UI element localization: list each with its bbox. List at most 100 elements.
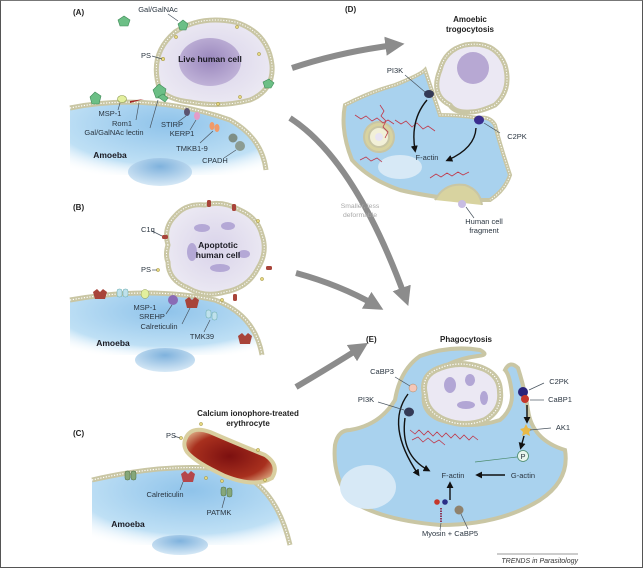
arrow-pi3k-to-factin-d <box>410 99 428 153</box>
credit-trends-parasitology: TRENDS in Parasitology <box>501 558 578 565</box>
ps-dots-c <box>179 422 267 483</box>
cabp5-glyph <box>454 505 464 515</box>
label-tmk39: TMK39 <box>190 332 214 341</box>
ingested-fragment-bottom <box>434 183 483 208</box>
trogocytosis-title-line1: Amoebic <box>453 15 487 24</box>
label-gactin: G-actin <box>511 471 535 480</box>
arrow-cabp3-to-factin <box>397 393 420 477</box>
phagocytosis-title: Phagocytosis <box>440 335 493 344</box>
panel-a: (A) Live human cell <box>69 5 275 186</box>
label-c1q: C1q <box>141 225 155 234</box>
panel-e: (E) Phagocytosis P <box>332 335 572 538</box>
live-human-cell-label: Live human cell <box>178 54 242 64</box>
label-gal-galnac: Gal/GalNAc <box>138 5 178 14</box>
label-msp1-a: MSP-1 <box>99 109 122 118</box>
engulfed-cell-e <box>421 361 504 427</box>
phosphate-glyph <box>517 450 529 462</box>
ps-dots-b <box>156 219 264 302</box>
kerp1-glyph <box>194 112 200 120</box>
arrow-ak1-to-p <box>518 435 526 450</box>
stirp-glyph <box>184 108 190 116</box>
arrow-c-to-e[interactable] <box>294 342 369 390</box>
panel-b-label: (B) <box>73 203 84 212</box>
label-myosin-cabp5: Myosin + CaBP5 <box>422 529 478 538</box>
label-tmkb1-9: TMKB1-9 <box>176 144 208 153</box>
cabp3-glyph <box>408 383 418 393</box>
c2pk-glyph-e <box>518 387 528 397</box>
panel-a-label: (A) <box>73 8 84 17</box>
ps-dots <box>160 25 261 106</box>
label-stirp: STIRP <box>161 120 183 129</box>
human-cell-d-nucleus <box>457 52 489 84</box>
msp1-glyph-b <box>140 289 150 299</box>
label-msp1-b: MSP-1 <box>134 303 157 312</box>
label-fragment-line1: Human cell <box>465 217 503 226</box>
cabp1-glyph <box>521 395 529 403</box>
amoeba-a-nucleus <box>128 158 192 186</box>
label-rom1: Rom1 <box>112 119 132 128</box>
arrow-a-to-d[interactable] <box>291 36 405 71</box>
p-to-actin-link <box>474 456 518 463</box>
amoeba-b-body <box>70 293 262 355</box>
label-cabp1: CaBP1 <box>548 395 572 404</box>
erythrocyte <box>182 427 277 485</box>
msp1-glyph <box>117 95 127 103</box>
pi3k-glyph-e <box>404 407 414 417</box>
arrow-a-to-e[interactable] <box>288 115 411 307</box>
arrow-pi3k-to-factin <box>403 417 431 472</box>
srehp-glyph <box>168 295 178 305</box>
trogocytosis-title-line2: trogocytosis <box>446 25 495 34</box>
patmk-glyph-left <box>124 470 131 481</box>
cpadh-glyph <box>228 133 238 143</box>
apoptotic-fragments <box>187 222 250 272</box>
gal-galnac-glyph <box>117 15 131 27</box>
myosin-glyph <box>434 499 448 522</box>
label-calreticulin-b: Calreticulin <box>140 322 177 331</box>
erythrocyte-title-line2: erythrocyte <box>226 419 270 428</box>
c2pk-glyph-d <box>474 115 484 125</box>
pi3k-glyph-d <box>424 90 434 98</box>
panel-d: (D) Amoebic trogocytosis <box>341 5 527 235</box>
amoeba-a-body <box>70 102 266 175</box>
rom1-glyph <box>130 99 144 103</box>
note-smaller-line1: Smaller, less <box>341 203 380 210</box>
apoptotic-label-line1: Apoptotic <box>198 240 238 250</box>
tmkb1-9-glyph <box>209 122 215 130</box>
label-pi3k-e: PI3K <box>358 395 374 404</box>
tmk39-glyph <box>205 309 212 319</box>
amoeba-a-label: Amoeba <box>93 150 127 160</box>
panel-e-label: (E) <box>366 335 377 344</box>
apoptotic-label-line2: human cell <box>196 250 240 260</box>
panel-d-label: (D) <box>345 5 356 14</box>
ak1-glyph <box>520 424 532 436</box>
amoeba-c-nucleus <box>152 535 208 555</box>
calreticulin-glyph <box>185 297 199 308</box>
label-factin-d: F-actin <box>416 153 439 162</box>
label-factin-e: F-actin <box>442 471 465 480</box>
label-ps-b: PS <box>141 265 151 274</box>
arrow-c2pk-to-factin-d <box>445 127 477 162</box>
label-pi3k-d: PI3K <box>387 66 403 75</box>
signaling-arrows-e <box>397 393 531 500</box>
amoeba-d-nucleus <box>378 155 422 179</box>
erythrocyte-title-line1: Calcium ionophore-treated <box>197 409 299 418</box>
flow-arrows[interactable] <box>288 36 411 390</box>
amoeba-c-label: Amoeba <box>111 519 145 529</box>
panel-c: (C) Calcium ionophore-treated erythrocyt… <box>73 409 299 555</box>
c1q-glyph <box>207 200 211 207</box>
label-c2pk-e: C2PK <box>549 377 569 386</box>
amoeba-b-nucleus <box>135 348 195 372</box>
label-cabp3: CaBP3 <box>370 367 394 376</box>
label-ak1: AK1 <box>556 423 570 432</box>
calreticulin-glyph-c <box>181 471 195 482</box>
label-kerp1: KERP1 <box>170 129 195 138</box>
label-p: P <box>520 452 525 461</box>
arrow-b-to-e[interactable] <box>295 270 384 310</box>
f-actin-mesh-e <box>409 429 479 446</box>
c1q-glyphs <box>162 200 272 301</box>
calreticulin-glyph-left <box>93 289 107 299</box>
label-srehp: SREHP <box>139 312 165 321</box>
patmk-glyph <box>220 486 227 497</box>
label-gal-galnac-lectin: Gal/GalNAc lectin <box>84 128 143 137</box>
